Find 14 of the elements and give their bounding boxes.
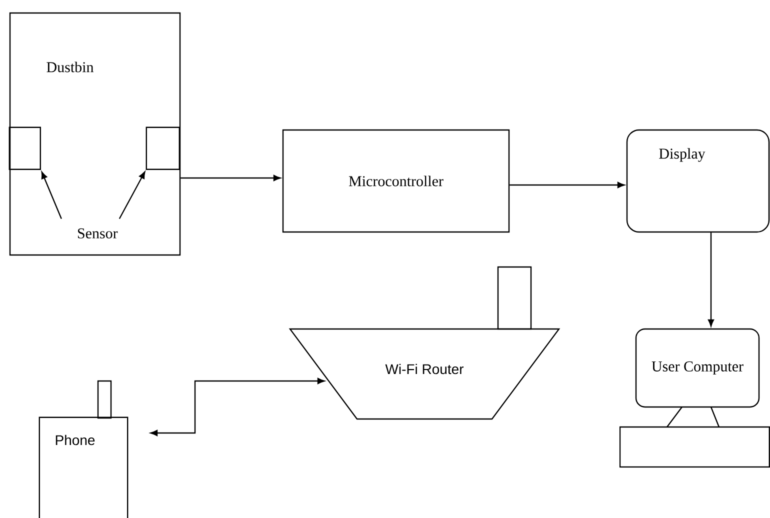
sensor-label: Sensor (78, 228, 118, 238)
arrow (180, 174, 281, 182)
sensor-box (146, 126, 180, 170)
sensor-box (8, 126, 41, 170)
arrow (41, 172, 62, 219)
node-label: Phone (56, 434, 95, 446)
arrow (510, 182, 625, 188)
display-box: Display (626, 129, 770, 233)
arrow (708, 232, 714, 327)
arrow (150, 378, 325, 436)
arrow (118, 172, 146, 220)
computer-drawing: User Computer (619, 328, 770, 468)
phone-drawing: Phone (38, 380, 128, 518)
process-box: Microcontroller (282, 129, 510, 233)
